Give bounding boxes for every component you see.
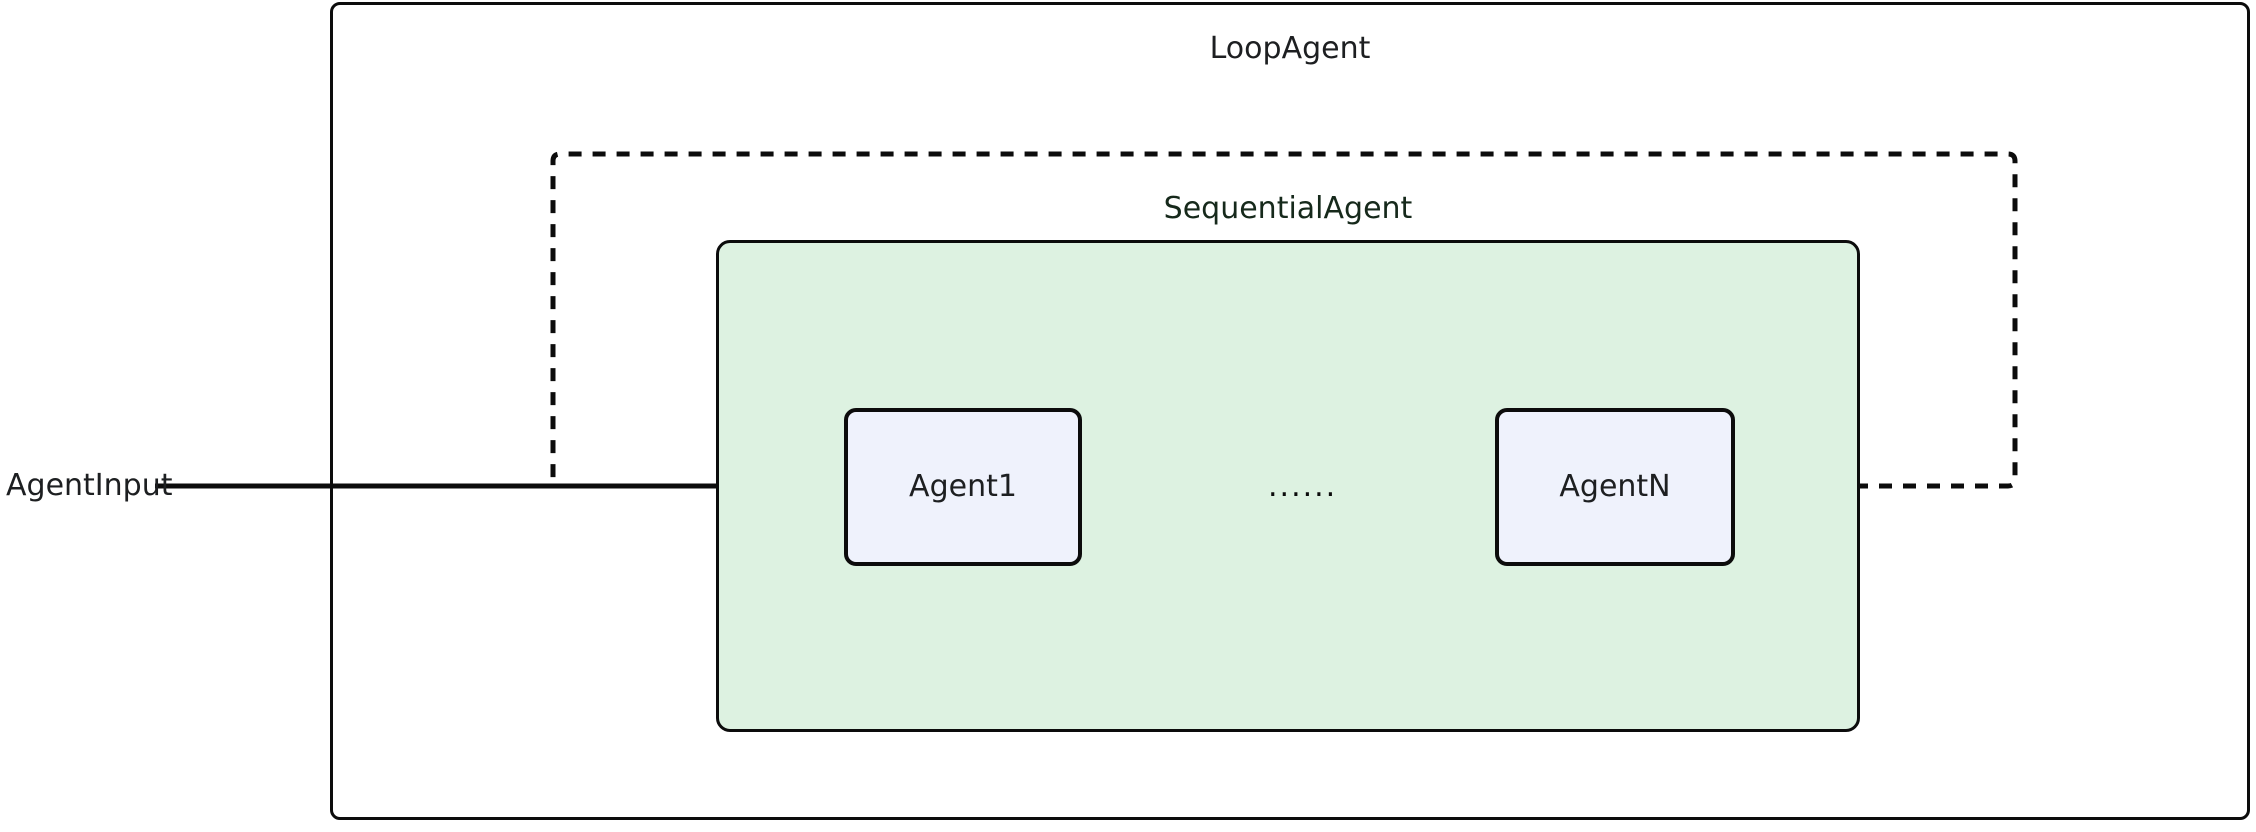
agent-node-first-label: Agent1 [909, 469, 1017, 504]
ellipsis-label: ...... [1268, 469, 1338, 504]
agent-input-label: AgentInput [6, 468, 173, 503]
sequential-agent-title: SequentialAgent [1163, 191, 1413, 226]
agent-node-first[interactable]: Agent1 [844, 408, 1082, 566]
agent-node-last[interactable]: AgentN [1495, 408, 1735, 566]
agent-node-last-label: AgentN [1559, 469, 1671, 504]
loop-agent-title: LoopAgent [1209, 31, 1371, 66]
